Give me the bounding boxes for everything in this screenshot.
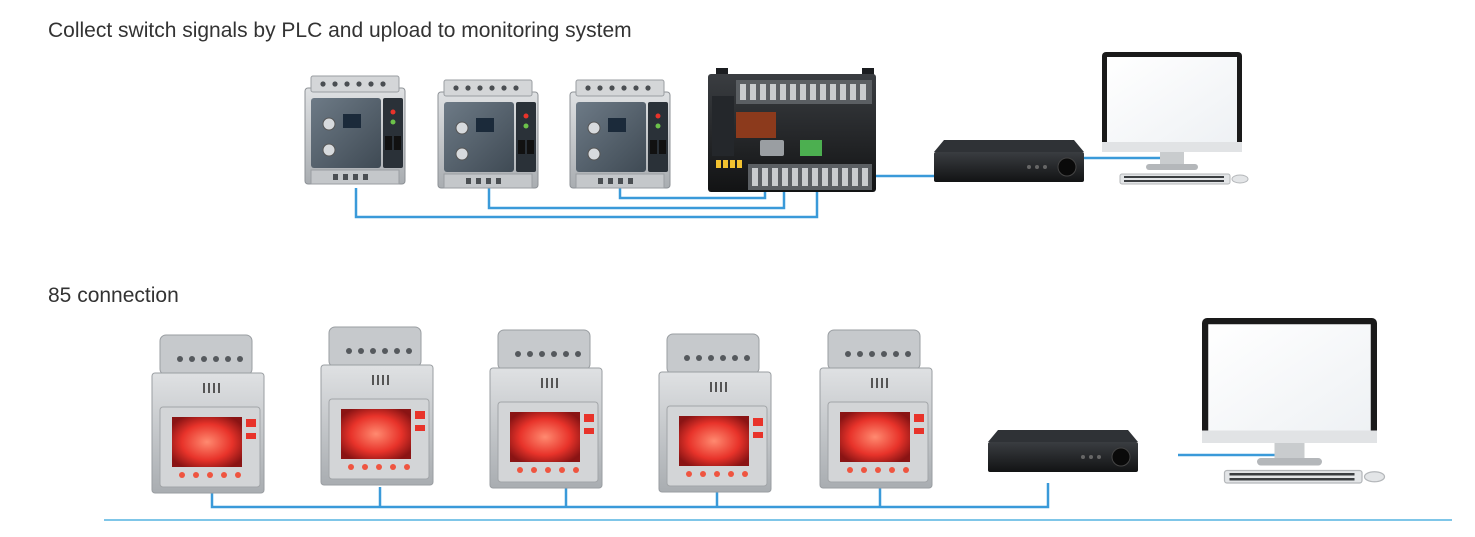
plc-section-caption: Collect switch signals by PLC and upload…	[48, 19, 632, 42]
residual-current-relay-1	[304, 75, 406, 185]
digital-meter-3	[489, 329, 603, 489]
rs485-section-wiring	[210, 453, 1278, 509]
plc-section-wiring	[354, 156, 1162, 219]
digital-meter-2	[320, 326, 434, 486]
digital-meter-5	[819, 329, 933, 489]
residual-current-relay-2	[437, 79, 539, 189]
monitoring-computer-top	[1101, 51, 1249, 185]
rs485-section-caption: 85 connection	[48, 284, 179, 307]
digital-meter-1	[151, 334, 265, 494]
residual-current-relay-3	[569, 79, 671, 189]
digital-meter-4	[658, 333, 772, 493]
network-recorder-bottom	[987, 429, 1139, 473]
monitoring-computer-bottom	[1201, 317, 1386, 484]
network-recorder-top	[933, 139, 1085, 183]
plc-controller	[708, 68, 876, 192]
